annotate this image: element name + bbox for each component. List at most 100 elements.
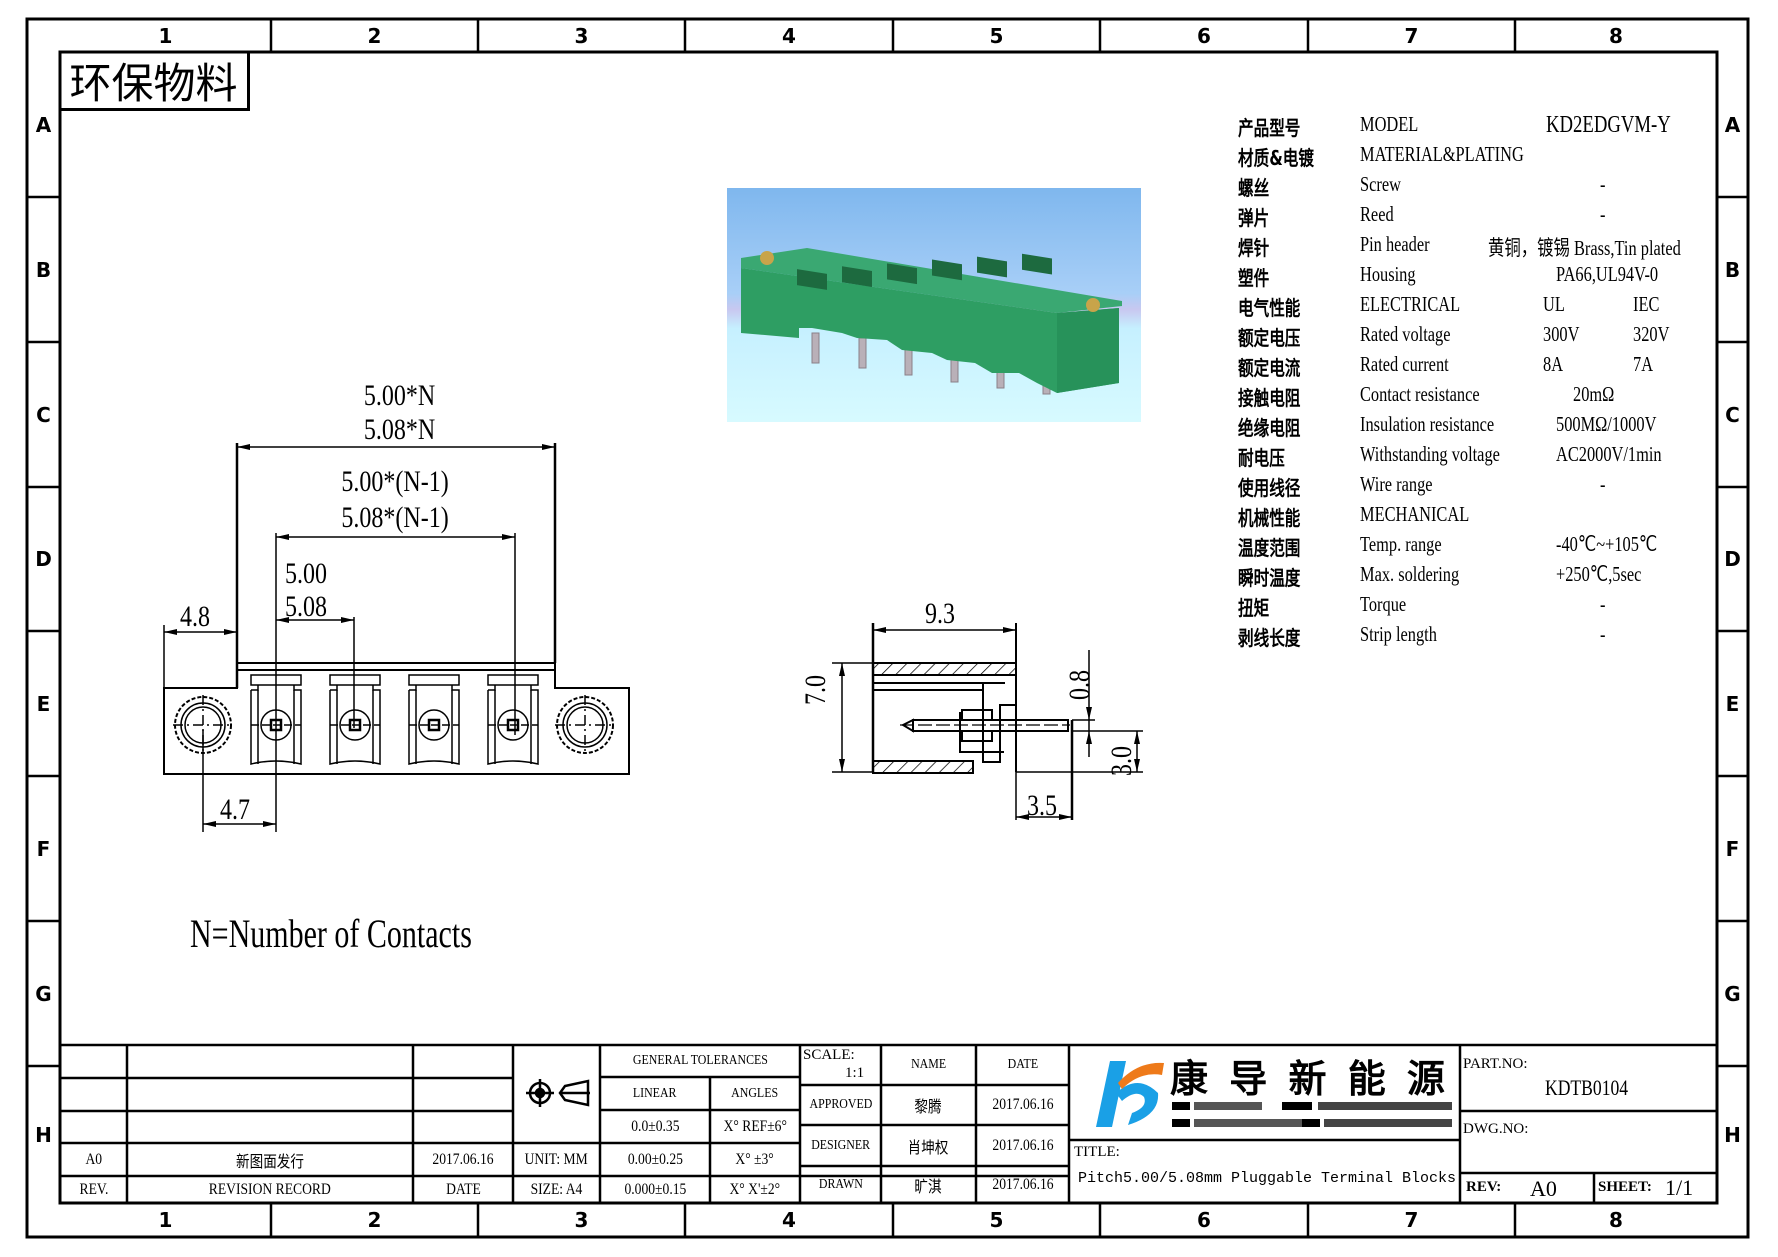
row-label: H xyxy=(1724,1122,1741,1147)
linear-tolerance: 0.000±0.15 xyxy=(624,1180,686,1198)
column-label: 4 xyxy=(782,23,796,48)
spec-value: - xyxy=(1600,592,1606,616)
dwg-no-label: DWG.NO: xyxy=(1463,1121,1529,1137)
signoff-name: 旷淇 xyxy=(914,1176,943,1196)
column-label: 3 xyxy=(574,23,589,48)
row-label: D xyxy=(1724,547,1741,571)
eco-material-label: 环保物料 xyxy=(60,52,250,111)
row-label: C xyxy=(36,402,51,427)
row-label: E xyxy=(1725,691,1740,716)
dim-pitch-a: 5.00 xyxy=(285,557,327,590)
spec-value: UL xyxy=(1543,292,1565,316)
name-header: NAME xyxy=(910,1057,947,1072)
column-label: 2 xyxy=(367,1208,382,1232)
spec-en-label: Reed xyxy=(1360,202,1394,226)
spec-cn-label: 额定电流 xyxy=(1238,356,1301,380)
column-label: 3 xyxy=(574,1208,589,1232)
revision-record: 新图面发行 xyxy=(235,1151,304,1171)
column-label: 7 xyxy=(1404,23,1419,48)
dim-total-b: 5.08*N xyxy=(364,413,436,446)
date-header: DATE xyxy=(445,1180,481,1198)
signoff-role: DESIGNER xyxy=(811,1137,870,1153)
spec-en-label: Torque xyxy=(1360,592,1407,616)
spec-value: - xyxy=(1600,202,1606,226)
dim-span-a: 5.00*(N-1) xyxy=(341,465,449,498)
row-label: B xyxy=(35,257,52,282)
revision-date: 2017.06.16 xyxy=(432,1150,494,1168)
spec-en-label: Rated current xyxy=(1360,352,1449,376)
spec-value: 500MΩ/1000V xyxy=(1556,412,1657,436)
contact-slot xyxy=(487,674,539,765)
contact-slot xyxy=(329,674,381,765)
dim-total-a: 5.00*N xyxy=(364,379,436,412)
spec-cn-label: 接触电阻 xyxy=(1238,386,1301,410)
spec-cn-label: 机械性能 xyxy=(1238,506,1301,530)
spec-value: 300V xyxy=(1543,322,1580,346)
row-label: D xyxy=(35,547,52,571)
signoff-role: APPROVED xyxy=(809,1097,872,1112)
spec-value: 20mΩ xyxy=(1573,382,1615,406)
scale-value: 1:1 xyxy=(845,1065,865,1081)
spec-value: 8A xyxy=(1543,352,1564,376)
angles-header: ANGLES xyxy=(731,1085,779,1101)
column-label: 5 xyxy=(989,23,1004,48)
column-label: 5 xyxy=(989,1208,1004,1232)
spec-value: 黄铜，镀锡 Brass,Tin plated xyxy=(1488,236,1681,260)
scale-label: SCALE: xyxy=(803,1047,855,1063)
spec-value: - xyxy=(1600,622,1606,646)
size-label: SIZE: A4 xyxy=(530,1180,583,1198)
title-label: TITLE: xyxy=(1074,1144,1120,1160)
column-label: 1 xyxy=(158,23,173,48)
spec-value: -40℃~+105℃ xyxy=(1556,532,1658,556)
spec-en-label: Contact resistance xyxy=(1360,382,1480,406)
spec-cn-label: 材质&电镀 xyxy=(1238,146,1315,170)
company-name: 康 导 新 能 源 xyxy=(1170,1057,1449,1101)
terminal-block-image xyxy=(741,248,1122,395)
spec-cn-label: 额定电压 xyxy=(1238,326,1301,350)
revision-record-header: REVISION RECORD xyxy=(208,1180,332,1198)
spec-value: +250℃,5sec xyxy=(1556,562,1642,586)
row-label: C xyxy=(1725,402,1740,427)
spec-value-iec: 320V xyxy=(1633,322,1670,346)
company-contact-line xyxy=(1172,1119,1452,1127)
sheet-value: 1/1 xyxy=(1665,1175,1694,1200)
spec-en-label: Housing xyxy=(1360,262,1416,286)
dim-span-b: 5.08*(N-1) xyxy=(341,501,449,534)
part-number: KDTB0104 xyxy=(1545,1075,1629,1100)
row-label: B xyxy=(1724,257,1741,282)
spec-en-label: Rated voltage xyxy=(1360,322,1451,346)
column-label: 6 xyxy=(1197,1208,1211,1232)
spec-cn-label: 弹片 xyxy=(1238,206,1270,230)
signoff-date: 2017.06.16 xyxy=(991,1136,1054,1154)
revision-rev: A0 xyxy=(85,1150,102,1168)
part-no-label: PART.NO: xyxy=(1463,1056,1528,1072)
column-label: 6 xyxy=(1197,23,1211,48)
projection-symbol xyxy=(526,1079,590,1107)
row-label: E xyxy=(36,691,51,716)
linear-tolerance: 0.0±0.35 xyxy=(630,1117,680,1135)
angle-tolerance: X° X'±2° xyxy=(729,1180,781,1198)
row-label: H xyxy=(35,1122,52,1147)
spec-value-iec: 7A xyxy=(1633,352,1654,376)
dim-depth: 9.3 xyxy=(925,597,955,630)
angle-tolerance: X° REF±6° xyxy=(723,1117,787,1135)
spec-cn-label: 绝缘电阻 xyxy=(1238,416,1301,440)
unit-label: UNIT: MM xyxy=(524,1150,589,1168)
column-label: 8 xyxy=(1609,23,1623,48)
signoff-name: 黎腾 xyxy=(914,1097,943,1116)
column-label: 2 xyxy=(367,23,382,48)
spec-en-label: Insulation resistance xyxy=(1360,412,1495,436)
rev-value: A0 xyxy=(1530,1176,1557,1201)
spec-en-label: Temp. range xyxy=(1360,532,1442,556)
spec-en-label: MECHANICAL xyxy=(1360,502,1470,526)
spec-en-label: Wire range xyxy=(1360,472,1433,496)
spec-en-label: Withstanding voltage xyxy=(1360,442,1500,466)
spec-en-label: MODEL xyxy=(1360,112,1419,136)
spec-cn-label: 产品型号 xyxy=(1238,116,1301,140)
spec-cn-label: 扭矩 xyxy=(1238,596,1270,620)
column-label: 7 xyxy=(1404,1208,1419,1232)
spec-en-label: MATERIAL&PLATING xyxy=(1360,142,1524,166)
product-photo xyxy=(727,188,1141,422)
